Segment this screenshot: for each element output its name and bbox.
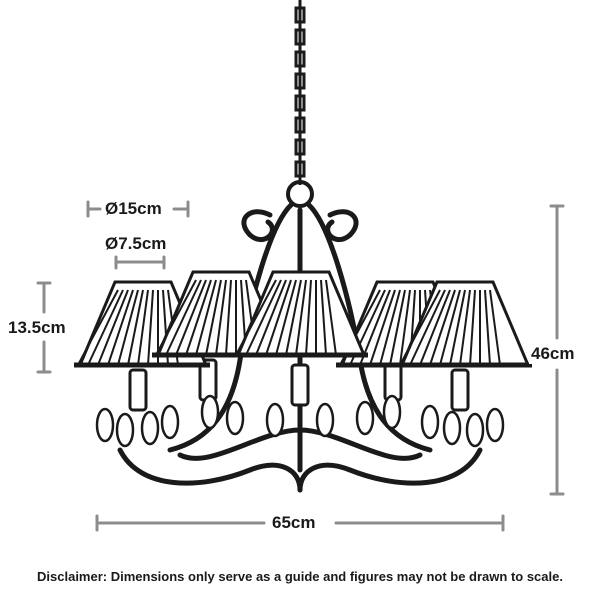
shade (396, 280, 532, 368)
hanging-ring (286, 180, 314, 208)
chain (294, 0, 306, 185)
disclaimer-text: Disclaimer: Dimensions only serve as a g… (37, 569, 563, 584)
shade-bottom-diameter-label: Ø7.5cm (103, 234, 169, 254)
shade-height-label: 13.5cm (6, 318, 68, 338)
total-width-label: 65cm (270, 513, 318, 533)
total-height-label: 46cm (529, 344, 577, 364)
shade (232, 270, 368, 358)
shade-top-diameter-label: Ø15cm (103, 199, 164, 219)
crystal-drops (95, 394, 505, 448)
dimension-lines (36, 200, 565, 532)
